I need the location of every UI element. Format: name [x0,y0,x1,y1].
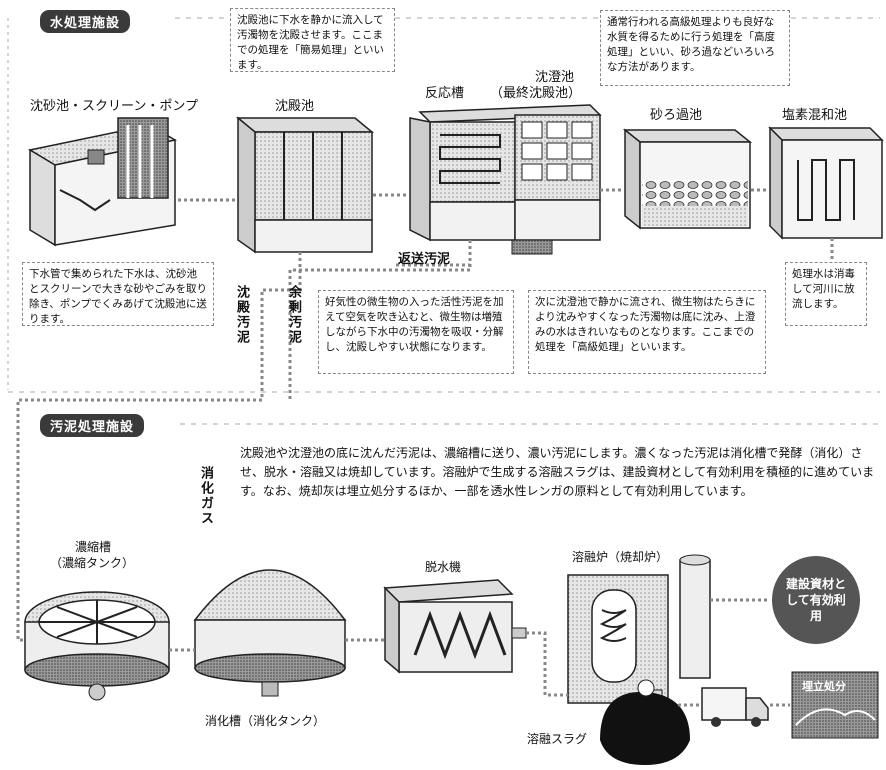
label-final-settling: 沈澄池 [535,70,575,85]
sludge-section-header: 汚泥処理施設 [40,414,145,437]
thickener-illustration [24,591,170,701]
label-sand-filter: 砂ろ過池 [650,108,703,123]
water-section-header: 水処理施設 [40,10,131,33]
sand-filter-illustration [622,128,753,230]
label-chlorine-mixing: 塩素混和池 [782,108,848,123]
primary-settling-tank-illustration [235,116,375,254]
melting-furnace-illustration [567,554,711,704]
label-slag: 溶融スラグ [527,732,588,746]
note-reactor: 好気性の微生物の入った活性汚泥を加えて空気を吹き込むと、微生物は増殖しながら下水… [318,290,514,374]
label-digester: 消化槽（消化タンク） [205,714,326,728]
note-advanced-treatment: 通常行われる高級処理よりも良好な水質を得るために行う処理を「高度処理」といい、砂… [600,10,790,86]
digester-illustration [193,569,347,697]
note-primary-settling: 沈殿池に下水を静かに流入して汚濁物を沈殿させます。ここまでの処理を「簡易処理」と… [230,8,395,72]
label-return-sludge: 返送汚泥 [398,252,451,267]
label-reactor: 反応槽 [425,86,465,101]
label-digestion-gas: 消化ガス [198,466,213,526]
reuse-badge: 建設資材として有効利用 [772,556,860,644]
dewatering-machine-illustration [383,579,527,674]
sludge-description: 沈殿池や沈澄池の底に沈んだ汚泥は、濃縮槽に送り、濃い汚泥にします。濃くなった汚泥… [240,446,875,498]
slag-pile-illustration [600,679,690,765]
landfill-photo [791,671,879,739]
sludge-flow-lines [169,598,790,707]
label-thickener: 濃縮槽 [75,540,112,554]
label-primary-sludge: 沈殿汚泥 [234,285,249,345]
final-settling-tank-illustration [511,114,601,255]
note-intake: 下水管で集められた下水は、沈砂池とスクリーンで大きな砂やごみを取り除き、ポンプで… [22,262,214,326]
grit-chamber-illustration [27,117,178,247]
label-final-settling-sub: （最終沈殿池） [490,86,582,101]
label-thickener-sub: （濃縮タンク） [50,556,135,570]
label-primary-settling: 沈殿池 [275,99,315,114]
label-grit-chamber: 沈砂池・スクリーン・ポンプ [30,99,198,114]
label-dewatering: 脱水機 [425,560,462,574]
label-excess-sludge: 余剰汚泥 [286,285,301,345]
label-landfill: 埋立処分 [802,680,846,693]
truck-illustration [701,687,769,727]
note-secondary-treatment: 次に沈澄池で静かに流され、微生物はたらきにより沈みやすくなった汚濁物は底に沈み、… [528,290,766,374]
chlorine-mixing-illustration [768,126,884,240]
label-melting-furnace: 溶融炉（焼却炉） [572,550,669,564]
water-flow-lines [16,188,834,642]
reactor-tank-illustration [409,104,602,242]
reuse-badge-text: 建設資材として有効利用 [785,577,846,623]
note-discharge: 処理水は消毒して河川に放流します。 [785,262,867,326]
